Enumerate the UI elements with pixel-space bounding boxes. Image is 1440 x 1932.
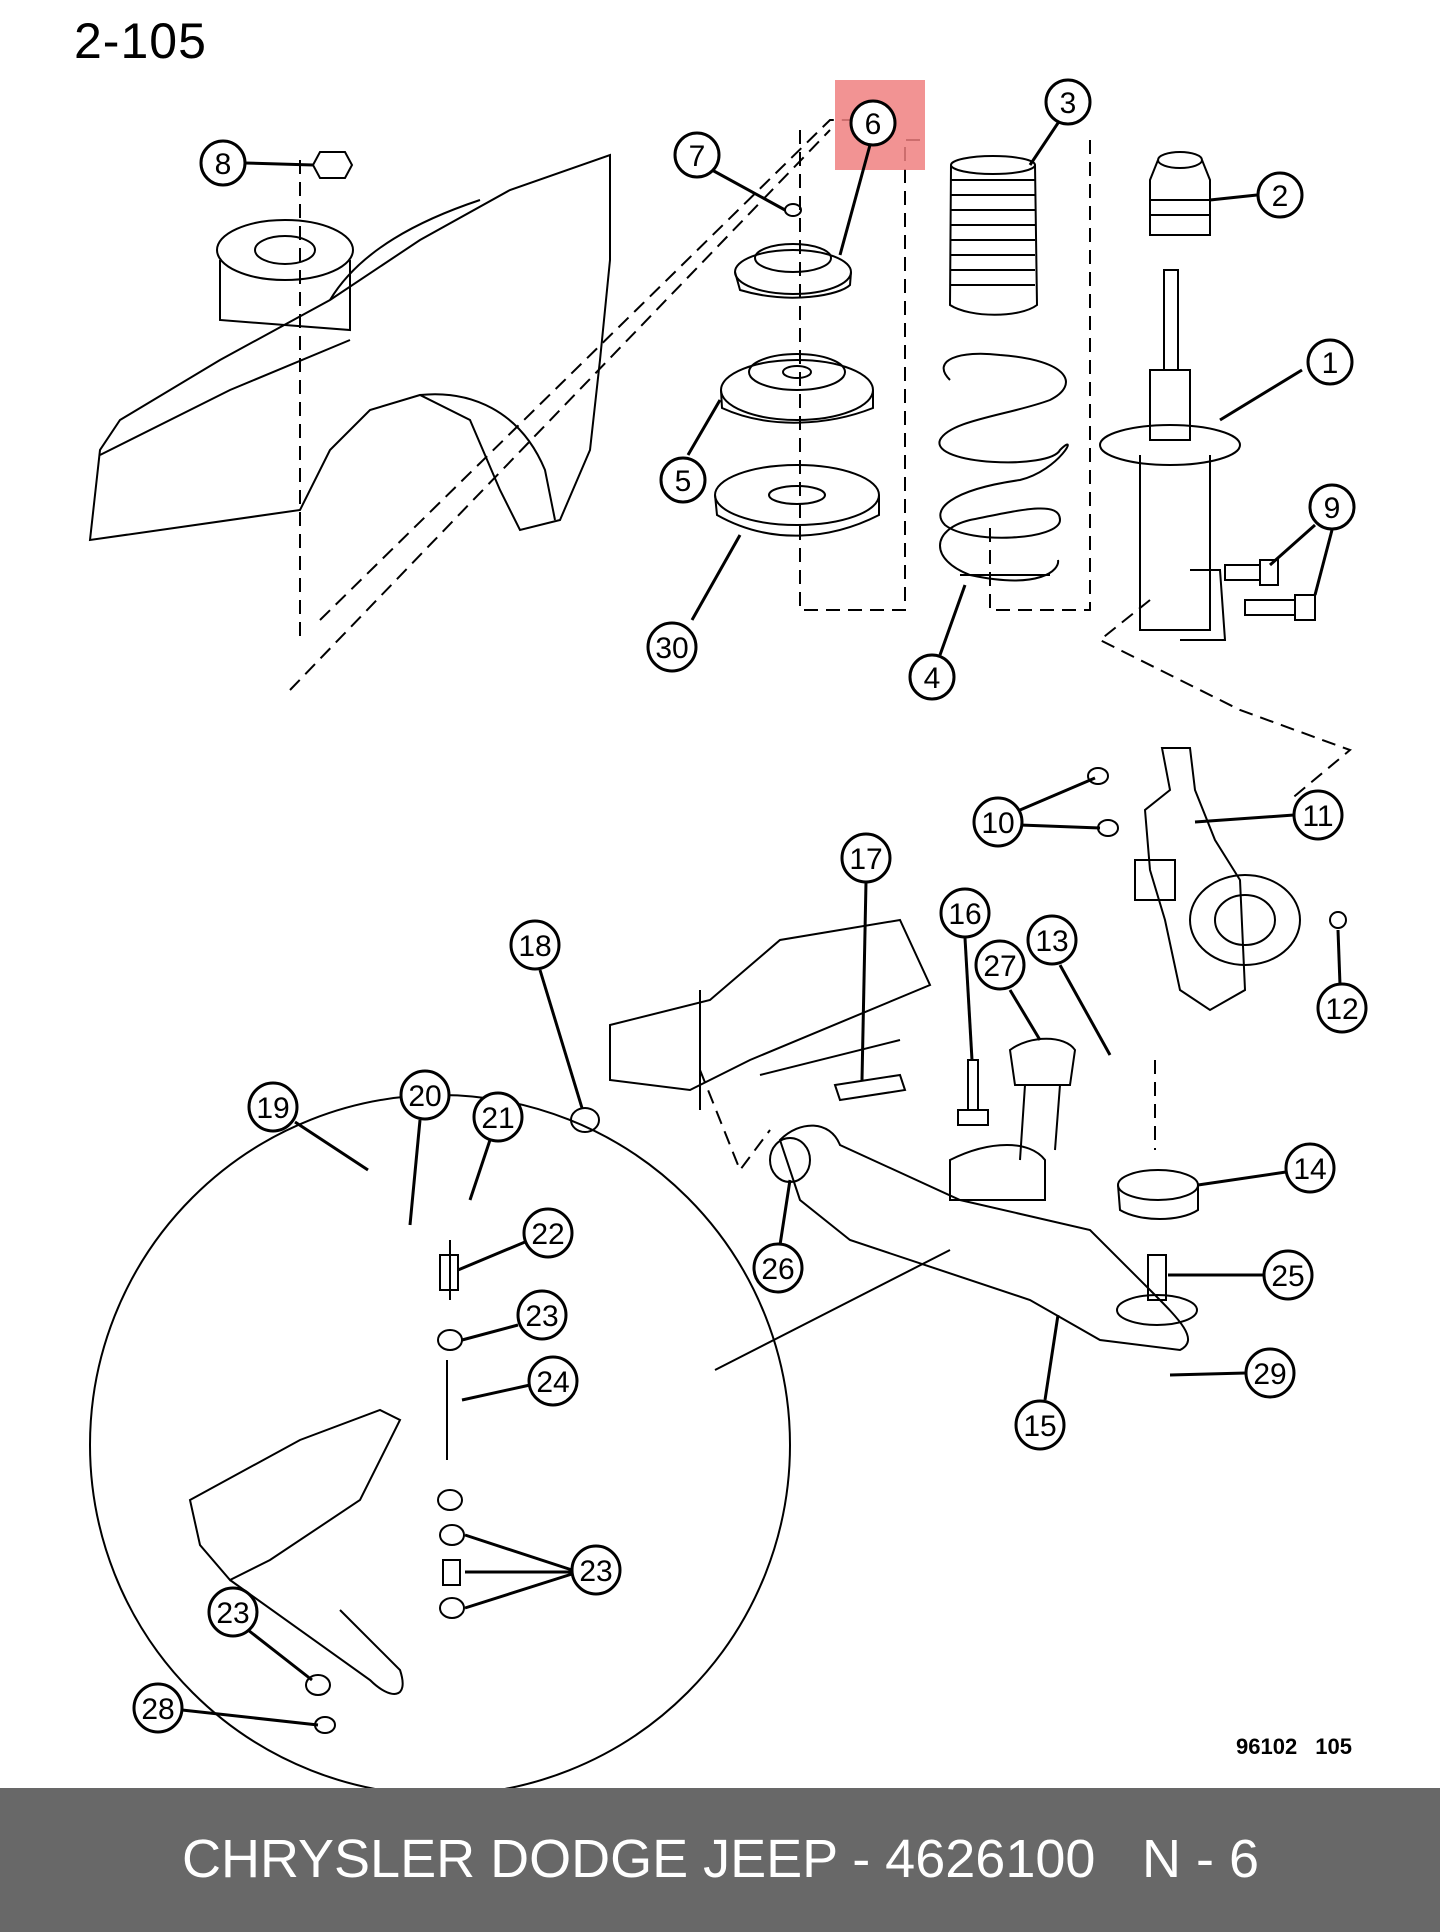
detail-connector <box>714 1249 951 1371</box>
svg-text:25: 25 <box>1271 1260 1304 1293</box>
dust-boot <box>948 155 1039 316</box>
assembly-leaders <box>289 119 1352 1173</box>
svg-text:10: 10 <box>981 807 1014 840</box>
callout-13: 13 <box>1026 914 1112 1056</box>
svg-text:1: 1 <box>1322 347 1339 380</box>
svg-text:23: 23 <box>579 1555 612 1588</box>
svg-text:28: 28 <box>141 1693 174 1726</box>
svg-text:9: 9 <box>1324 492 1341 525</box>
callout-17: 17 <box>840 832 892 1081</box>
callout-11: 11 <box>1194 789 1344 841</box>
page-number: 2-105 <box>74 13 207 69</box>
jounce-bumper <box>1149 151 1211 236</box>
callout-note: N - 6 <box>1142 1829 1260 1889</box>
svg-text:14: 14 <box>1293 1153 1326 1186</box>
callout-28: 28 <box>132 1682 319 1734</box>
callout-22: 22 <box>457 1207 574 1272</box>
cradle-bolt <box>833 1073 907 1102</box>
detail-view-circle <box>89 1094 791 1788</box>
callout-24: 24 <box>461 1355 579 1407</box>
callout-14: 14 <box>1197 1142 1336 1194</box>
svg-text:2: 2 <box>1272 180 1289 213</box>
steering-knuckle <box>1087 747 1347 1012</box>
svg-text:7: 7 <box>689 140 706 173</box>
callout-23c: 23 <box>207 1586 313 1682</box>
svg-text:23: 23 <box>216 1597 249 1630</box>
nut-18 <box>570 1107 600 1133</box>
callout-16: 16 <box>939 887 991 1061</box>
svg-text:4: 4 <box>924 662 941 695</box>
crossmember <box>609 918 932 1110</box>
svg-text:3: 3 <box>1060 87 1077 120</box>
bushing-14 <box>1117 1169 1199 1220</box>
callout-18: 18 <box>509 919 584 1109</box>
callout-23b: 23 <box>464 1533 622 1610</box>
svg-text:26: 26 <box>761 1253 794 1286</box>
fender-drawing <box>88 153 611 542</box>
spring-isolator <box>714 464 880 537</box>
callout-1: 1 <box>1219 338 1354 422</box>
hex-bolt-16 <box>957 1059 989 1126</box>
svg-text:12: 12 <box>1325 993 1358 1026</box>
svg-text:18: 18 <box>518 930 551 963</box>
svg-text:21: 21 <box>481 1102 514 1135</box>
svg-text:22: 22 <box>531 1218 564 1251</box>
svg-text:30: 30 <box>655 632 688 665</box>
callout-7: 7 <box>673 131 786 212</box>
svg-text:11: 11 <box>1302 800 1333 833</box>
svg-text:29: 29 <box>1253 1358 1286 1391</box>
svg-text:27: 27 <box>983 950 1016 983</box>
svg-text:19: 19 <box>256 1092 289 1125</box>
svg-text:23: 23 <box>525 1300 558 1333</box>
callout-15: 15 <box>1014 1314 1066 1451</box>
lower-control-arm <box>769 1037 1190 1352</box>
svg-text:24: 24 <box>536 1366 569 1399</box>
callout-25: 25 <box>1168 1249 1314 1301</box>
svg-text:15: 15 <box>1023 1410 1056 1443</box>
callout-5: 5 <box>659 399 722 504</box>
coil-spring <box>938 352 1069 582</box>
callout-19: 19 <box>247 1081 369 1172</box>
upper-strut-mount <box>734 203 852 299</box>
part-number-text: CHRYSLER DODGE JEEP - 4626100 <box>182 1829 1096 1889</box>
footer-bar: CHRYSLER DODGE JEEP - 4626100 N - 6 <box>0 1788 1440 1932</box>
strut-bolts <box>1224 559 1316 621</box>
ball-joint <box>1116 1254 1198 1326</box>
figure-code: 96102 105 <box>1236 1734 1352 1759</box>
sway-bar-link-detail <box>188 1240 465 1734</box>
parts-diagram: 1 2 3 4 5 6 7 8 9 10 11 12 13 14 15 16 1… <box>88 78 1368 1788</box>
callout-4: 4 <box>908 584 967 701</box>
callout-30: 30 <box>646 534 742 673</box>
svg-text:16: 16 <box>948 898 981 931</box>
callout-9: 9 <box>1269 483 1356 596</box>
svg-text:17: 17 <box>849 843 882 876</box>
callout-29: 29 <box>1169 1347 1296 1399</box>
callout-3: 3 <box>1028 78 1092 166</box>
svg-text:8: 8 <box>215 148 232 181</box>
nut-8 <box>311 151 354 179</box>
callout-27: 27 <box>974 939 1042 1041</box>
callout-8: 8 <box>199 139 314 187</box>
svg-text:13: 13 <box>1035 925 1068 958</box>
svg-text:6: 6 <box>865 108 882 141</box>
svg-text:20: 20 <box>408 1080 441 1113</box>
spring-seat-upper <box>720 353 874 424</box>
callout-6: 6 <box>838 99 897 256</box>
callout-20: 20 <box>399 1069 451 1226</box>
svg-text:5: 5 <box>675 465 692 498</box>
callout-21: 21 <box>468 1091 524 1201</box>
strut-assembly <box>1099 269 1241 641</box>
callout-26: 26 <box>752 1179 804 1294</box>
callout-12: 12 <box>1316 929 1368 1034</box>
callout-23a: 23 <box>461 1289 568 1342</box>
callout-10: 10 <box>972 776 1101 848</box>
callout-2: 2 <box>1209 171 1304 219</box>
